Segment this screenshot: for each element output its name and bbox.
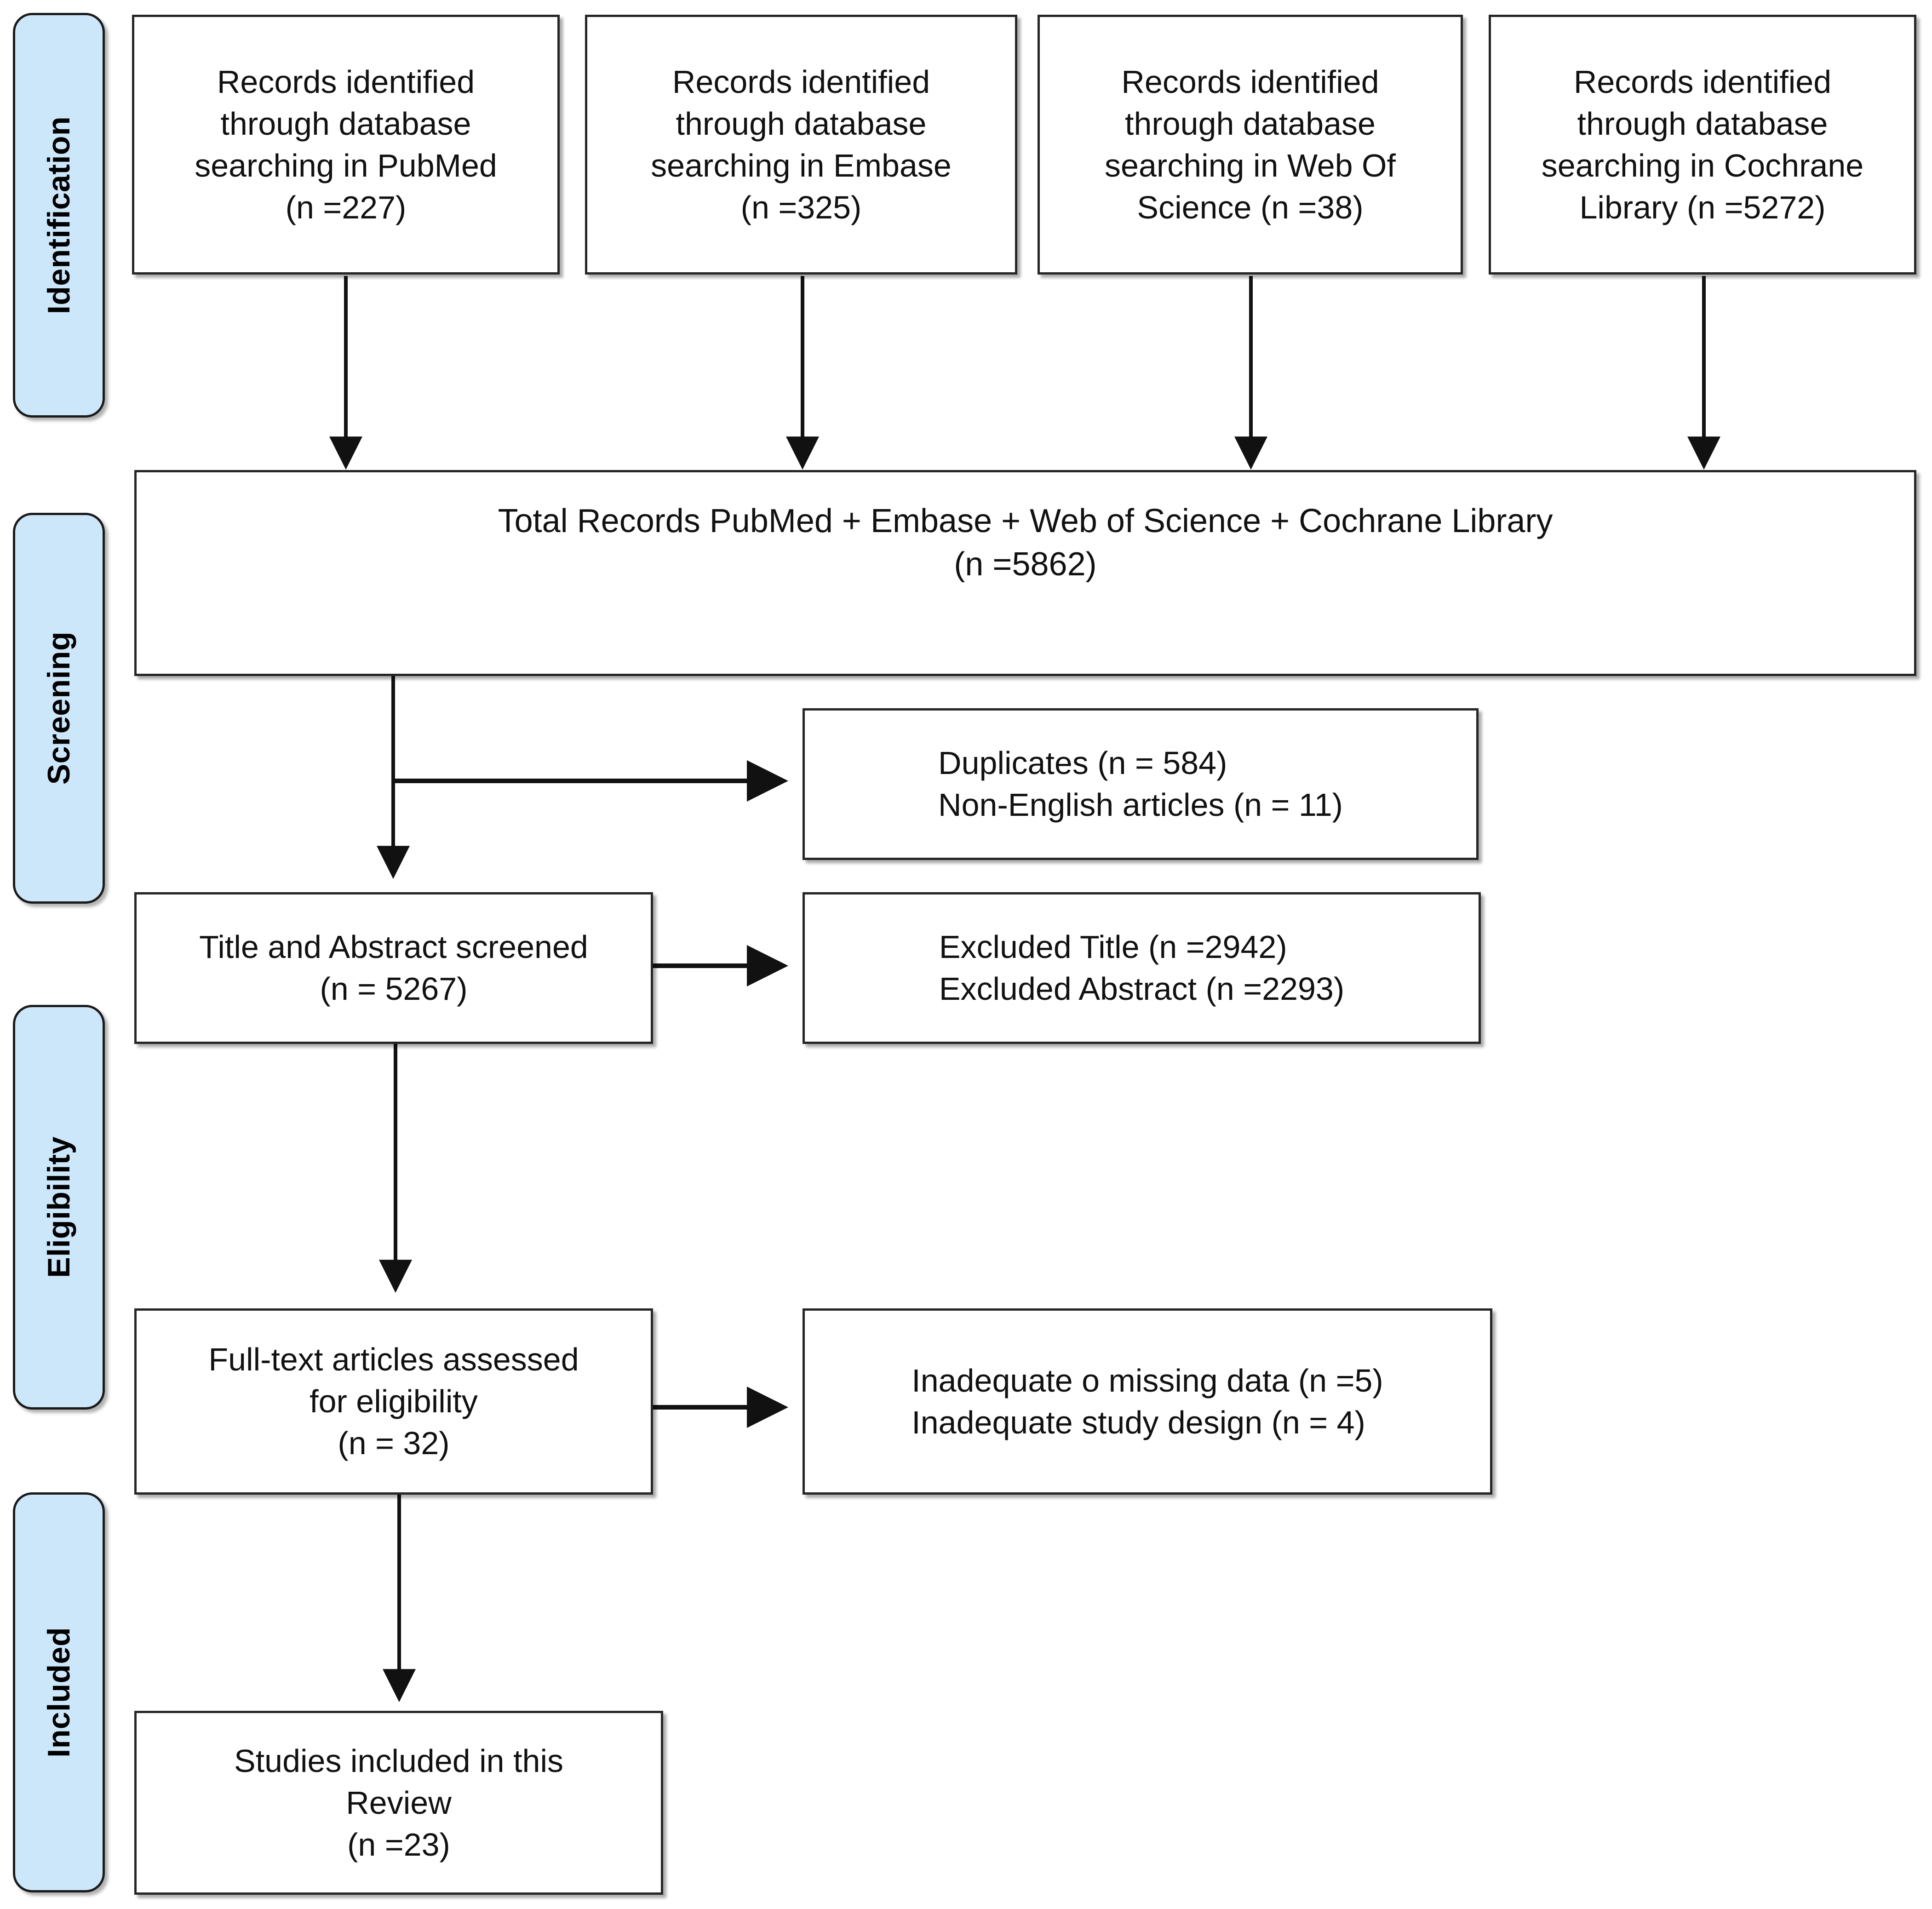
box-records-pubmed-text: Records identified through database sear… [195,63,497,225]
box-excluded-full-text: Inadequate o missing data (n =5) Inadequ… [803,1308,1492,1495]
box-studies-included: Studies included in this Review (n =23) [134,1711,663,1895]
box-total-records-text: Total Records PubMed + Embase + Web of S… [498,503,1553,583]
box-full-text-assessed: Full-text articles assessed for eligibil… [134,1308,653,1495]
stage-tab-identification-label: Identification [41,116,76,315]
box-excluded-title-abstract-text: Excluded Title (n =2942) Excluded Abstra… [939,929,1345,1007]
box-records-cochrane: Records identified through database sear… [1489,15,1916,275]
box-duplicates-excluded: Duplicates (n = 584) Non-English article… [803,708,1479,860]
box-records-cochrane-text: Records identified through database sear… [1541,63,1864,225]
box-records-embase: Records identified through database sear… [585,15,1017,275]
box-title-abstract-screened: Title and Abstract screened (n = 5267) [134,892,653,1044]
box-studies-included-text: Studies included in this Review (n =23) [234,1743,563,1863]
box-records-pubmed: Records identified through database sear… [132,15,560,275]
stage-tab-included: Included [13,1492,105,1892]
stage-tab-eligibility-label: Eligibility [41,1136,76,1278]
box-duplicates-excluded-text: Duplicates (n = 584) Non-English article… [938,745,1343,823]
stage-tab-screening: Screening [13,513,105,904]
box-excluded-title-abstract: Excluded Title (n =2942) Excluded Abstra… [803,892,1481,1044]
box-full-text-assessed-text: Full-text articles assessed for eligibil… [208,1341,579,1461]
stage-tab-identification: Identification [13,13,105,418]
box-records-web-of-science: Records identified through database sear… [1038,15,1463,275]
stage-tab-eligibility: Eligibility [13,1005,105,1410]
box-excluded-full-text-text: Inadequate o missing data (n =5) Inadequ… [912,1362,1383,1440]
box-title-abstract-screened-text: Title and Abstract screened (n = 5267) [199,929,588,1007]
box-records-embase-text: Records identified through database sear… [651,63,952,225]
box-records-web-of-science-text: Records identified through database sear… [1105,63,1396,225]
stage-tab-included-label: Included [41,1627,76,1758]
box-total-records: Total Records PubMed + Embase + Web of S… [134,470,1916,676]
stage-tab-screening-label: Screening [41,631,76,785]
